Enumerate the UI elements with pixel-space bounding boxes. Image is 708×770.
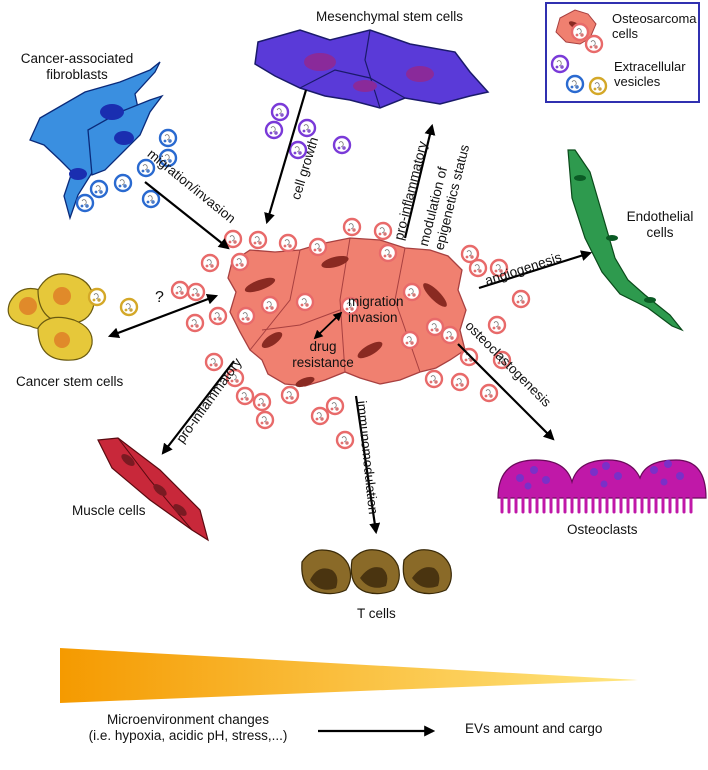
extracellular-vesicle <box>450 372 470 392</box>
extracellular-vesicle <box>459 347 479 367</box>
extracellular-vesicle <box>255 410 275 430</box>
extracellular-vesicle <box>373 221 393 241</box>
legend-evs-line2: vesicles <box>614 74 661 89</box>
label-osteoclasts: Osteoclasts <box>567 522 638 537</box>
extracellular-vesicle <box>186 282 206 302</box>
muscle-cells <box>97 437 209 542</box>
extracellular-vesicle <box>511 289 531 309</box>
legend-evs-line1: Extracellular <box>614 59 686 74</box>
extracellular-vesicle <box>310 406 330 426</box>
extracellular-vesicle <box>270 102 290 122</box>
extracellular-vesicle <box>440 325 460 345</box>
osteoclasts <box>497 459 707 514</box>
label-mesenchymal: Mesenchymal stem cells <box>316 9 464 24</box>
extracellular-vesicle <box>113 173 133 193</box>
extracellular-vesicle <box>297 118 317 138</box>
arrow-cancer-stem <box>107 293 219 339</box>
legend-osteosarcoma: Osteosarcoma cells <box>612 11 697 41</box>
label-drug: drug <box>309 339 337 354</box>
label-migration-invasion: migration invasion <box>348 294 418 326</box>
label-endothelial: Endothelial cells <box>620 209 700 241</box>
extracellular-vesicle <box>223 229 243 249</box>
extracellular-vesicle <box>308 237 328 257</box>
fibroblasts <box>29 61 164 221</box>
arrow-angiogenesis <box>478 250 593 290</box>
extracellular-vesicle <box>342 217 362 237</box>
label-fibroblasts-line2: fibroblasts <box>46 67 108 82</box>
footer-micro-line2: (i.e. hypoxia, acidic pH, stress,...) <box>88 728 288 743</box>
extracellular-vesicle <box>479 383 499 403</box>
extracellular-vesicle <box>260 295 280 315</box>
extracellular-vesicle <box>170 280 190 300</box>
mesenchymal-stem-cells <box>254 29 490 109</box>
extracellular-vesicle <box>119 297 139 317</box>
label-tcells: T cells <box>357 606 396 621</box>
label-cancer-stem: Cancer stem cells <box>16 374 124 389</box>
label-invasion: invasion <box>348 310 398 325</box>
extracellular-vesicle <box>295 292 315 312</box>
arrow-cell-growth <box>264 89 308 225</box>
extracellular-vesicle <box>75 193 95 213</box>
extracellular-vesicle <box>235 386 255 406</box>
label-fibroblasts: Cancer-associated fibroblasts <box>12 51 142 83</box>
label-muscle: Muscle cells <box>72 503 146 518</box>
label-migration: migration <box>348 294 404 309</box>
extracellular-vesicle <box>325 396 345 416</box>
arrow-migration-invasion <box>144 181 230 250</box>
extracellular-vesicle <box>378 243 398 263</box>
footer-micro-line1: Microenvironment changes <box>106 712 270 727</box>
extracellular-vesicle <box>236 306 256 326</box>
extracellular-vesicle <box>200 253 220 273</box>
extracellular-vesicle <box>425 317 445 337</box>
label-fibroblasts-line1: Cancer-associated <box>20 51 134 66</box>
arrow-pro-inflammatory-msc <box>403 123 436 239</box>
extracellular-vesicle <box>278 233 298 253</box>
t-cells <box>301 549 452 595</box>
arrow-pro-inflammatory-muscle <box>161 360 235 455</box>
label-endothelial-line2: cells <box>646 225 674 240</box>
label-question: ? <box>155 289 164 306</box>
extracellular-vesicle <box>87 287 107 307</box>
legend-osteosarcoma-line1: Osteosarcoma <box>612 11 697 26</box>
legend-osteosarcoma-line2: cells <box>612 26 639 41</box>
extracellular-vesicle <box>230 252 250 272</box>
extracellular-vesicle <box>252 392 272 412</box>
label-drug-resistance: drug resistance <box>283 339 363 371</box>
extracellular-vesicle <box>204 352 224 372</box>
endothelial-cells <box>567 149 684 332</box>
footer-microenvironment: Microenvironment changes (i.e. hypoxia, … <box>68 712 308 744</box>
extracellular-vesicle <box>264 120 284 140</box>
extracellular-vesicle <box>89 179 109 199</box>
extracellular-vesicle <box>248 230 268 250</box>
label-resistance: resistance <box>292 355 354 370</box>
arrow-inner <box>313 311 343 340</box>
extracellular-vesicle <box>335 430 355 450</box>
extracellular-vesicle <box>158 128 178 148</box>
gradient-wedge <box>60 648 638 703</box>
extracellular-vesicle <box>141 189 161 209</box>
extracellular-vesicle <box>400 330 420 350</box>
extracellular-vesicle <box>280 385 300 405</box>
arrows <box>107 89 593 737</box>
footer-evs-amount: EVs amount and cargo <box>465 721 603 736</box>
extracellular-vesicle <box>487 315 507 335</box>
legend-box <box>545 2 700 103</box>
extracellular-vesicle <box>185 313 205 333</box>
legend-evs: Extracellular vesicles <box>614 59 686 89</box>
arrow-osteoclastogenesis <box>457 343 555 441</box>
extracellular-vesicle <box>332 135 352 155</box>
extracellular-vesicle <box>424 369 444 389</box>
cancer-stem-cells <box>7 273 95 361</box>
arrow-immunomodulation <box>354 395 381 535</box>
extracellular-vesicle <box>208 306 228 326</box>
label-endothelial-line1: Endothelial <box>626 209 694 224</box>
